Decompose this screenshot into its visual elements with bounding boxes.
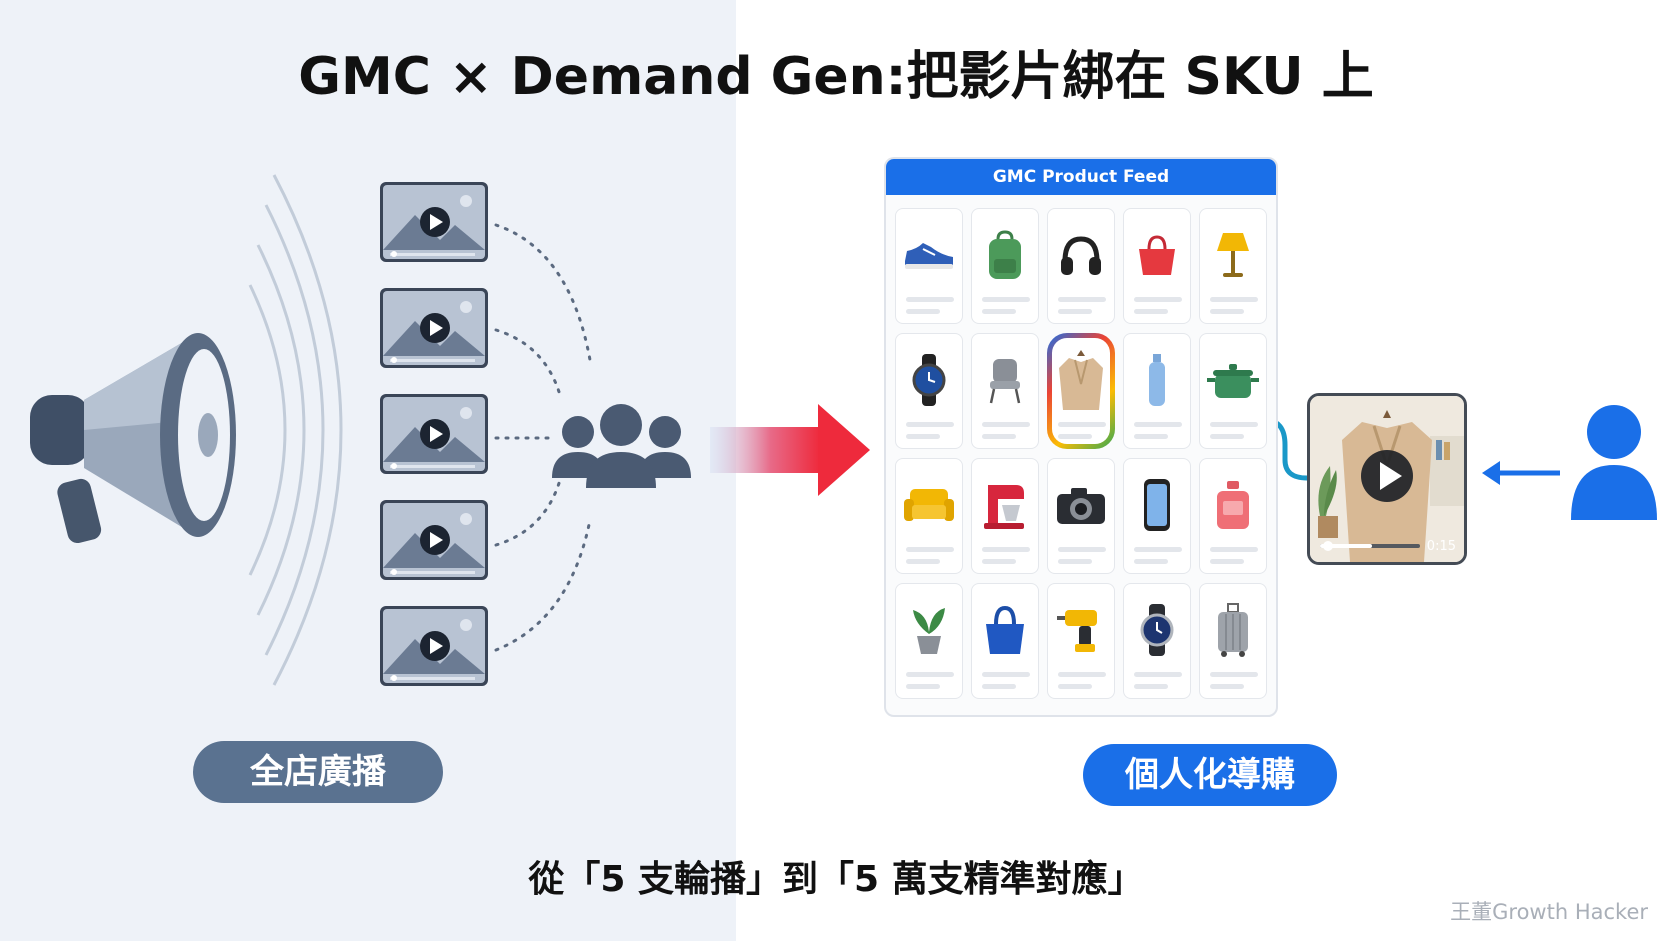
product-card[interactable] <box>895 208 963 324</box>
mixer-icon <box>984 485 1024 529</box>
sound-waves <box>248 174 343 686</box>
shopper-user-icon <box>1571 405 1657 520</box>
product-feed-panel: GMC Product Feed <box>884 157 1278 717</box>
product-card[interactable] <box>895 583 963 699</box>
product-card[interactable] <box>1047 458 1115 574</box>
sneaker-icon <box>905 243 953 269</box>
product-card[interactable] <box>1199 333 1267 449</box>
drill-icon <box>1057 610 1097 652</box>
handbag-icon <box>1139 235 1175 275</box>
camera-icon <box>1057 488 1105 524</box>
backpack-icon <box>989 230 1021 279</box>
megaphone-icon <box>30 333 236 544</box>
product-card[interactable] <box>1199 458 1267 574</box>
suitcase-icon <box>1218 603 1248 657</box>
video-thumbnail <box>380 182 488 262</box>
watermark: 王董Growth Hacker <box>1450 900 1648 924</box>
watch-icon <box>912 354 946 406</box>
video-timestamp: 0:15 <box>1426 539 1456 554</box>
audience-group-icon <box>552 404 691 488</box>
feed-title: GMC Product Feed <box>886 159 1276 195</box>
product-grid <box>895 208 1267 699</box>
shopper-arrow-icon <box>1482 461 1560 485</box>
product-card[interactable] <box>1123 333 1191 449</box>
product-video-player[interactable]: 0:15 <box>1307 393 1467 565</box>
video-thumbnail-list <box>380 182 488 686</box>
product-card[interactable] <box>1123 458 1191 574</box>
product-card[interactable] <box>971 583 1039 699</box>
personalized-label-pill: 個人化導購 <box>1083 744 1337 806</box>
tote-bag-icon <box>986 605 1024 654</box>
product-card[interactable] <box>1199 208 1267 324</box>
product-card[interactable] <box>1123 583 1191 699</box>
transition-arrow-icon <box>710 404 870 496</box>
perfume-icon <box>1217 481 1249 529</box>
sofa-icon <box>904 489 954 521</box>
coat-icon <box>1059 350 1103 410</box>
bottom-caption: 從「5 支輪播」到「5 萬支精準對應」 <box>528 859 1144 900</box>
product-card[interactable] <box>971 208 1039 324</box>
product-card[interactable] <box>895 333 963 449</box>
product-card[interactable] <box>971 333 1039 449</box>
product-card[interactable] <box>1047 583 1115 699</box>
product-card[interactable] <box>1199 583 1267 699</box>
chair-icon <box>989 359 1021 404</box>
play-icon <box>1380 462 1402 490</box>
product-card[interactable] <box>1047 208 1115 324</box>
headphones-icon <box>1061 236 1101 275</box>
wristwatch-icon <box>1140 604 1174 656</box>
phone-icon <box>1144 479 1170 531</box>
product-card[interactable] <box>1123 208 1191 324</box>
dotted-connectors <box>494 223 592 652</box>
page-title: GMC × Demand Gen:把影片綁在 SKU 上 <box>298 47 1374 107</box>
broadcast-label-pill: 全店廣播 <box>193 741 443 803</box>
video-frame <box>1310 396 1464 562</box>
lamp-icon <box>1217 233 1249 277</box>
bottle-icon <box>1149 354 1165 406</box>
product-card-highlighted[interactable] <box>1047 333 1115 449</box>
product-card[interactable] <box>895 458 963 574</box>
plant-icon <box>913 608 945 654</box>
product-card[interactable] <box>971 458 1039 574</box>
pot-icon <box>1207 364 1259 398</box>
